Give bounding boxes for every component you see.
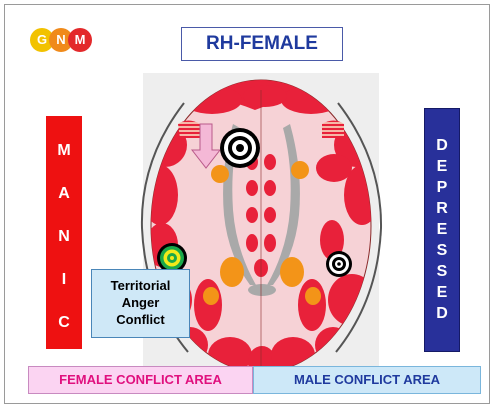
- orange-relay: [203, 287, 219, 305]
- nucleus: [246, 207, 258, 223]
- orange-relay: [280, 257, 304, 287]
- nucleus: [246, 180, 258, 196]
- region: [243, 85, 287, 107]
- callout-line: Conflict: [92, 311, 189, 328]
- hatched-region-right: [322, 121, 344, 139]
- bullseye-icon: [220, 128, 260, 168]
- orange-relay: [220, 257, 244, 287]
- nucleus: [264, 207, 276, 223]
- female-conflict-area-label: FEMALE CONFLICT AREA: [28, 366, 253, 394]
- nucleus: [246, 234, 258, 252]
- bullseye-icon: [326, 251, 352, 277]
- nucleus: [264, 180, 276, 196]
- gray-structure-base: [248, 284, 276, 296]
- callout-line: Anger: [92, 294, 189, 311]
- hatched-region-left: [178, 121, 200, 139]
- region: [316, 154, 352, 182]
- region: [298, 279, 326, 331]
- orange-relay: [291, 161, 309, 179]
- orange-relay: [211, 165, 229, 183]
- male-conflict-area-label: MALE CONFLICT AREA: [253, 366, 481, 394]
- conflict-callout: Territorial Anger Conflict: [91, 269, 190, 338]
- nucleus: [264, 234, 276, 252]
- callout-line: Territorial: [92, 277, 189, 294]
- orange-relay: [305, 287, 321, 305]
- nucleus: [264, 154, 276, 170]
- region: [194, 279, 222, 331]
